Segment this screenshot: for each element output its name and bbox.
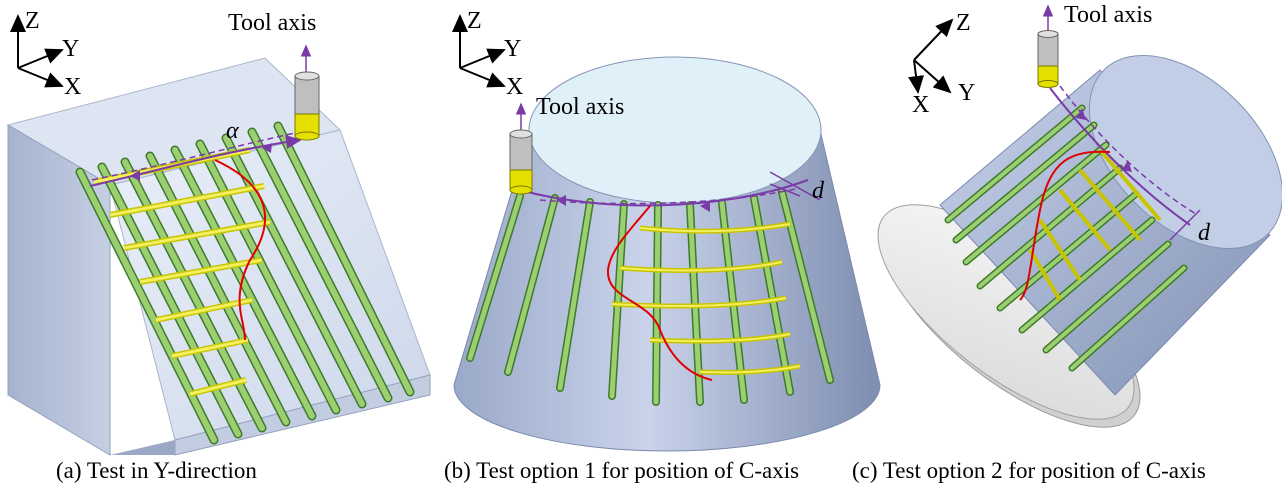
y-axis-label: Y [62,36,79,62]
caption-a: (a) Test in Y-direction [56,458,257,483]
error-curve-b [606,205,713,381]
cylinder-workpiece [939,54,1282,396]
error-curve-a [214,159,266,341]
rib-grid-b [466,188,834,406]
z-axis-label: Z [25,8,40,34]
coordinate-frame-b: Z Y X [452,8,523,100]
tool-a [294,44,320,141]
tool-path-c [1049,85,1201,241]
tool-axis-label-b: Tool axis [536,94,624,120]
coordinate-frame-c: Z X Y [908,10,975,118]
cone-workpiece [453,56,881,452]
rib-grid-a [75,121,415,445]
error-curve-c [1019,150,1111,301]
x-axis-label: X [506,74,523,100]
panel-c: Z X Y [852,2,1282,483]
x-axis-label: X [912,92,929,118]
tool-b [509,102,533,195]
tool-c [1037,4,1059,88]
tool-path-a [89,132,302,187]
distance-d-label-c: d [1198,220,1211,246]
tool-path-b [519,171,821,212]
tool-axis-label-c: Tool axis [1064,2,1152,28]
caption-b: (b) Test option 1 for position of C-axis [444,458,799,483]
panel-b: Z Y X [444,8,881,483]
panel-a: Z Y X [6,8,431,483]
caption-c: (c) Test option 2 for position of C-axis [852,458,1206,483]
z-axis-label: Z [956,10,971,36]
x-axis-label: X [64,74,81,100]
tool-axis-label-a: Tool axis [228,10,316,36]
y-axis-label: Y [958,80,975,106]
y-axis-label: Y [504,36,521,62]
z-axis-label: Z [467,8,482,34]
coordinate-frame-a: Z Y X [9,8,81,100]
angle-alpha-label: α [226,118,239,144]
distance-d-label-b: d [812,178,825,204]
rib-grid-c [944,104,1188,372]
